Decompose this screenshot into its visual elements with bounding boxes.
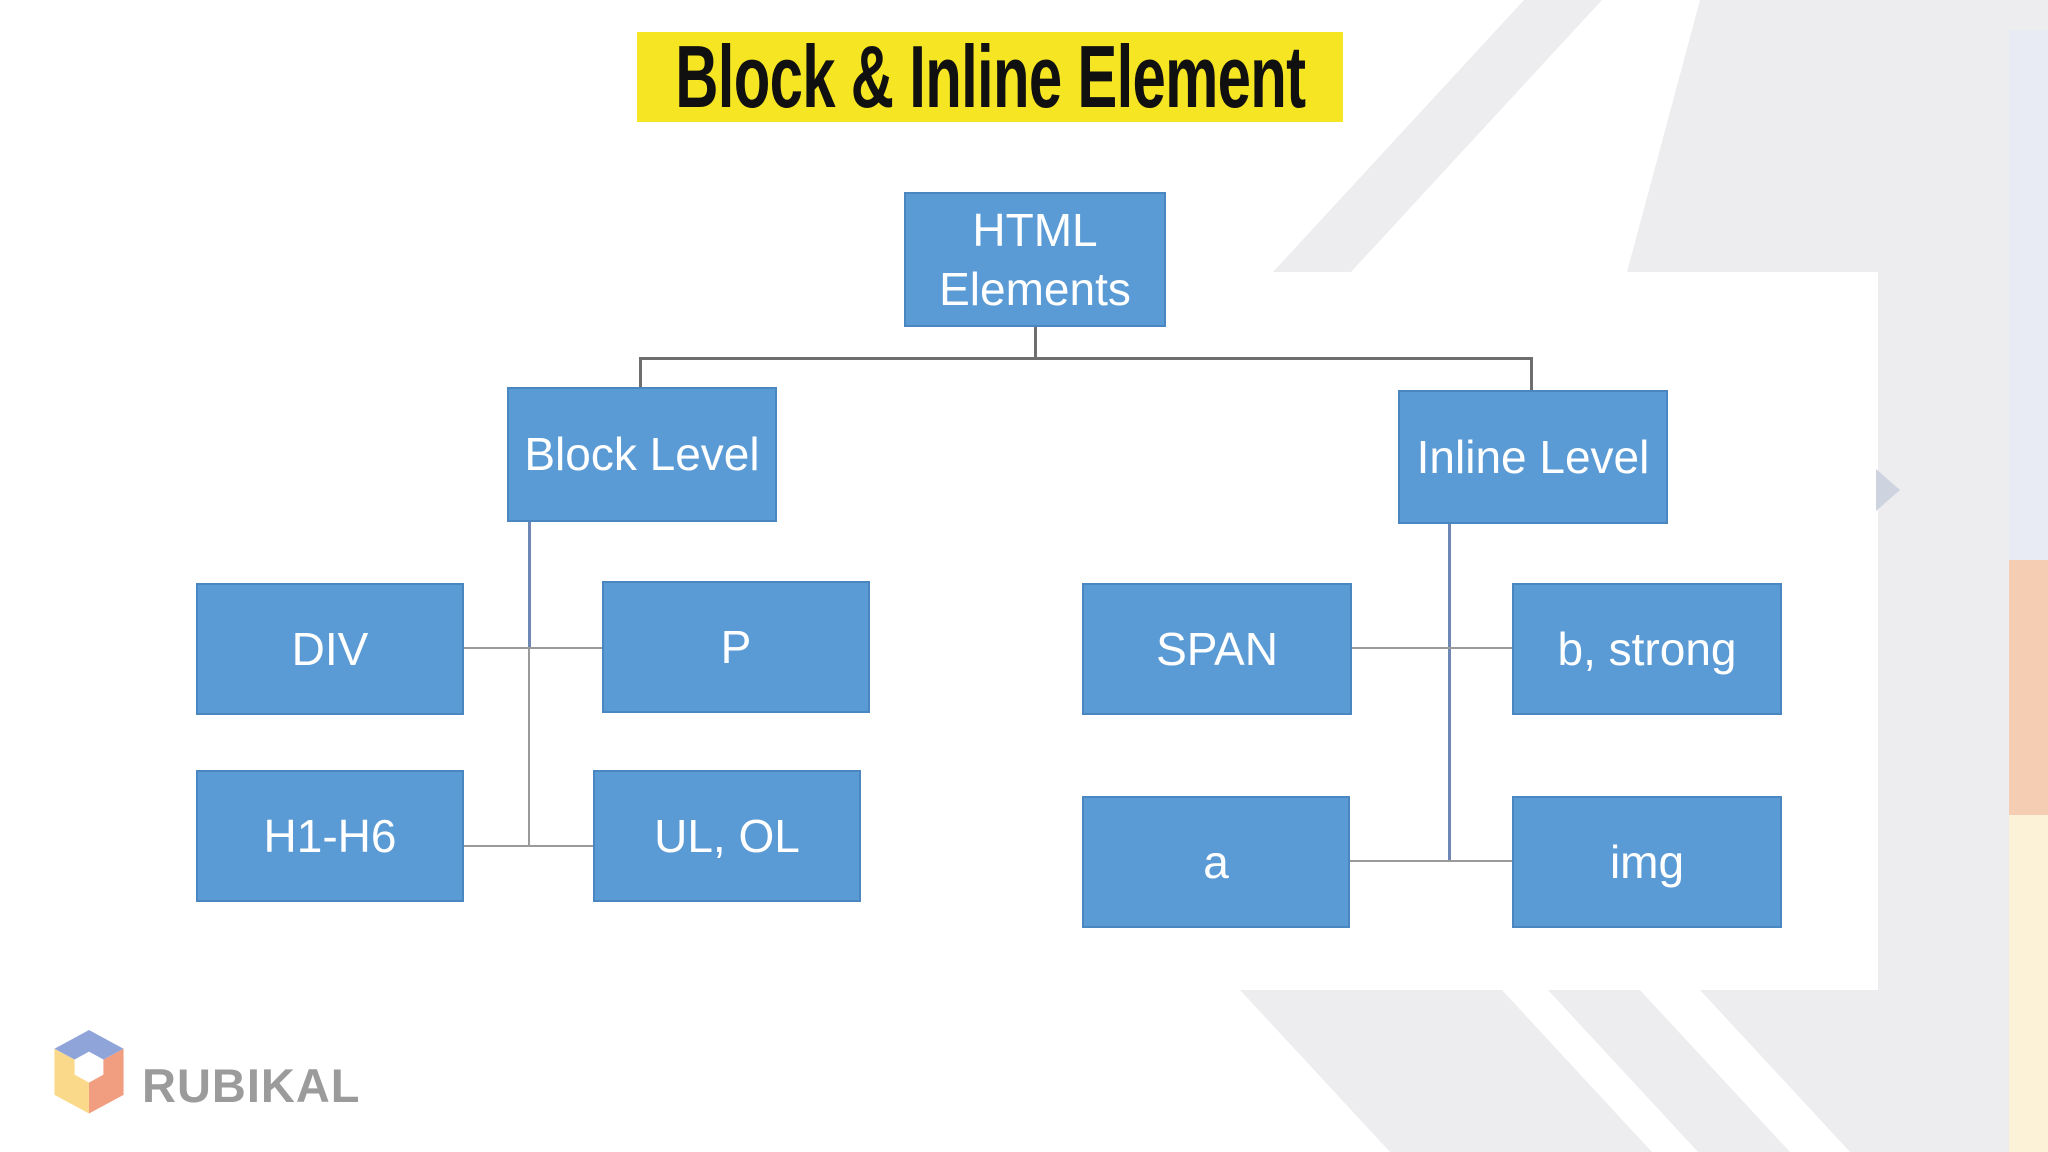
node-h1-h6: H1-H6 [196,770,464,902]
connector-root-down [1034,327,1037,359]
connector-drop-inline [1530,357,1533,392]
connector-span-bstrong [1352,647,1512,649]
node-label-line: Elements [939,262,1131,315]
node-div: DIV [196,583,464,715]
node-label: Block Level [524,428,760,481]
connector-main-horizontal [639,357,1533,360]
title-highlight: Block & Inline Element [637,32,1343,122]
node-img: img [1512,796,1782,928]
rubikal-logo: RUBIKAL [53,1030,360,1115]
node-label: SPAN [1156,622,1278,675]
node-label: DIV [291,622,369,675]
node-a: a [1082,796,1350,928]
node-label: b, strong [1557,622,1737,675]
node-label: img [1609,835,1685,888]
connector-inline-trunk [1448,524,1451,861]
connector-a-img [1350,860,1512,862]
page-title: Block & Inline Element [674,27,1306,126]
node-b-strong: b, strong [1512,583,1782,715]
node-label-line: HTML [972,203,1098,256]
node-p: P [602,581,870,713]
connector-div-p [464,647,602,649]
node-label: P [720,620,752,673]
connector-h1h6-ulol [464,845,594,847]
node-label: UL, OL [654,809,800,862]
node-label: a [1203,835,1229,888]
rubikal-cube-icon [54,1030,124,1114]
node-inline-level: Inline Level [1398,390,1668,524]
node-block-level: Block Level [507,387,777,522]
node-label: Inline Level [1416,430,1650,483]
node-html-elements: HTML Elements [904,192,1166,327]
node-ul-ol: UL, OL [593,770,861,902]
connector-block-trunk-lower [528,649,530,846]
connector-drop-block [639,357,642,389]
connector-block-trunk-upper [528,522,531,649]
rubikal-wordmark: RUBIKAL [142,1059,361,1112]
node-label: H1-H6 [263,809,397,862]
node-span: SPAN [1082,583,1352,715]
